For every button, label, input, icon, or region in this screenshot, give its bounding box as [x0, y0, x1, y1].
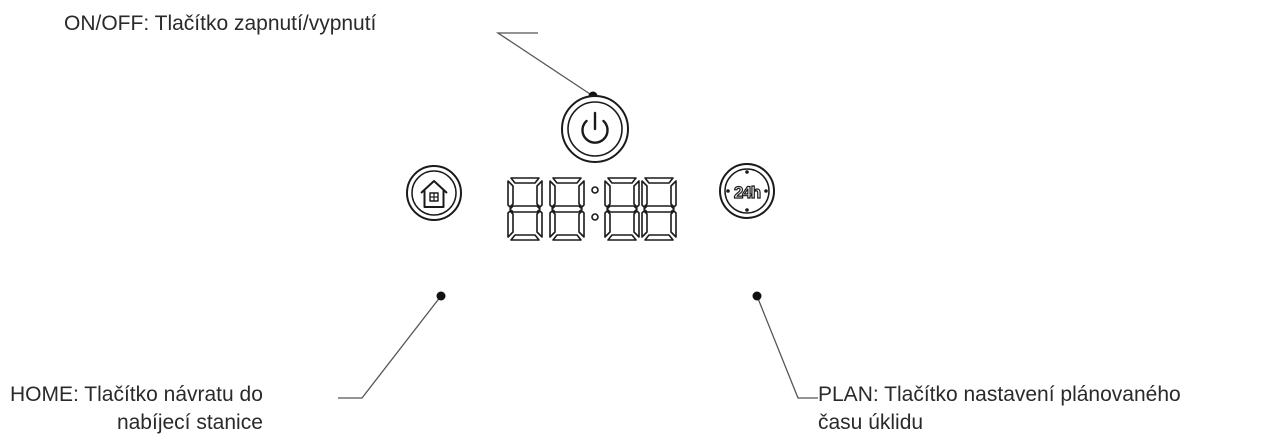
plan-label-line1: PLAN: Tlačítko nastavení plánovaného [818, 383, 1181, 406]
plan-button-text: 24h [734, 183, 761, 202]
plan-button-label: PLAN: Tlačítko nastavení plánovaného čas… [818, 381, 1181, 437]
display-colon-bottom [591, 213, 599, 221]
home-button[interactable] [406, 165, 462, 221]
time-display [507, 177, 677, 241]
display-digit-2 [549, 177, 585, 241]
home-label-line1: HOME: Tlačítko návratu do [10, 383, 263, 406]
home-leader-dot [436, 291, 446, 301]
display-digit-4 [641, 177, 677, 241]
plan-button[interactable]: 24h [719, 163, 775, 219]
home-label-line2: nabíjecí stanice [116, 411, 263, 434]
power-leader-line [495, 32, 594, 97]
power-label-text: ON/OFF: Tlačítko zapnutí/vypnutí [64, 12, 377, 35]
plan-leader-line [756, 295, 818, 399]
power-button-label: ON/OFF: Tlačítko zapnutí/vypnutí [64, 10, 376, 38]
home-button-label: HOME: Tlačítko návratu do nabíjecí stani… [10, 381, 263, 437]
power-button[interactable] [561, 95, 629, 163]
display-colon-top [591, 186, 599, 194]
display-digit-1 [507, 177, 543, 241]
plan-leader-dot [752, 291, 762, 301]
house-icon [420, 180, 448, 208]
clock-24h-icon: 24h [726, 170, 768, 212]
power-icon [581, 111, 609, 144]
home-leader-line [338, 295, 442, 399]
plan-label-line2: času úklidu [818, 411, 924, 434]
display-digit-3 [604, 177, 640, 241]
